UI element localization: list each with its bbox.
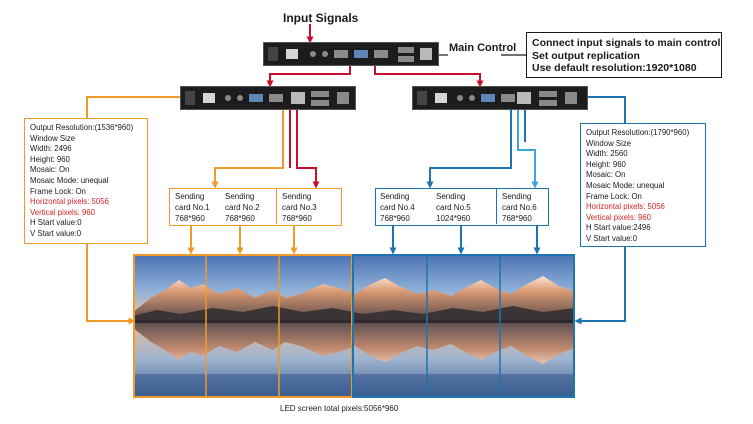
- right-processor-settings: Output Resolution:(1790*960) Window Size…: [580, 123, 706, 247]
- info-line: Output Resolution:(1790*960): [586, 128, 690, 137]
- note-line: Use default resolution:1920*1080: [532, 62, 697, 74]
- left-processor-settings: Output Resolution:(1536*960) Window Size…: [24, 118, 148, 244]
- info-line-highlight: Vertical pixels: 960: [30, 207, 96, 217]
- info-line: V Start value:0: [30, 228, 82, 238]
- note-line: Set output replication: [532, 49, 640, 62]
- info-line: H Start value:0: [30, 218, 82, 228]
- sending-card-4: Sending card No.4 768*960: [380, 192, 415, 223]
- led-screen-caption: LED screen total pixels:5056*960: [280, 404, 399, 413]
- main-control-device: [263, 42, 439, 66]
- card-divider: [496, 188, 497, 224]
- blue-wire-info-right: [584, 96, 626, 123]
- note-line: Connect input signals to main control: [532, 37, 721, 49]
- mountain-lake-image: [133, 254, 575, 398]
- red-wire-card3: [296, 110, 320, 189]
- orange-wire-info-left-down: [86, 244, 136, 325]
- info-line: Mosaic Mode: unequal: [586, 180, 665, 190]
- orange-wire-card1: [211, 110, 284, 189]
- sending-card-5: Sending card No.5 1024*960: [436, 192, 471, 223]
- blue-wire-card4: [426, 110, 512, 189]
- info-line: Height: 960: [586, 159, 626, 169]
- orange-wire-info-left: [86, 96, 186, 118]
- info-line: H Start value:2496: [586, 223, 651, 233]
- led-screen: [133, 254, 575, 398]
- info-line: Mosaic: On: [586, 170, 626, 180]
- input-signals-label: Input Signals: [283, 11, 359, 25]
- main-control-label: Main Control: [449, 42, 517, 54]
- info-line: Window Size: [586, 138, 632, 148]
- info-line: Window Size: [30, 133, 76, 143]
- info-line: Output Resolution:(1536*960): [30, 123, 134, 132]
- info-line-highlight: Vertical pixels: 960: [586, 212, 652, 222]
- processor-right-device: [412, 86, 588, 110]
- red-wire-left: [266, 66, 351, 88]
- sending-card-1: Sending card No.1 768*960: [175, 192, 210, 223]
- info-line-highlight: Horizontal pixels: 5056: [586, 202, 665, 212]
- info-line: Height: 960: [30, 154, 70, 164]
- card-divider: [276, 188, 277, 224]
- blue-wire-info-right-down: [574, 247, 626, 325]
- lightblue-wire-card5: [517, 110, 539, 189]
- processor-left-device: [180, 86, 356, 110]
- sending-card-6: Sending card No.6 768*960: [502, 192, 537, 223]
- info-line: Frame Lock: On: [30, 186, 86, 196]
- info-line: V Start value:0: [586, 233, 638, 243]
- info-line: Frame Lock: On: [586, 191, 642, 201]
- info-line: Width: 2560: [586, 149, 628, 159]
- sending-card-3: Sending card No.3 768*960: [282, 192, 317, 223]
- info-line: Mosaic: On: [30, 165, 70, 175]
- sending-card-2: Sending card No.2 768*960: [225, 192, 260, 223]
- sending-card-group-left: [169, 188, 342, 226]
- red-wire-right: [374, 66, 484, 88]
- main-control-note: Connect input signals to main control Se…: [526, 32, 722, 78]
- sending-card-group-right: [375, 188, 549, 226]
- info-line-highlight: Horizontal pixels: 5056: [30, 197, 109, 207]
- info-line: Width: 2496: [30, 144, 72, 154]
- info-line: Mosaic Mode: unequal: [30, 175, 109, 185]
